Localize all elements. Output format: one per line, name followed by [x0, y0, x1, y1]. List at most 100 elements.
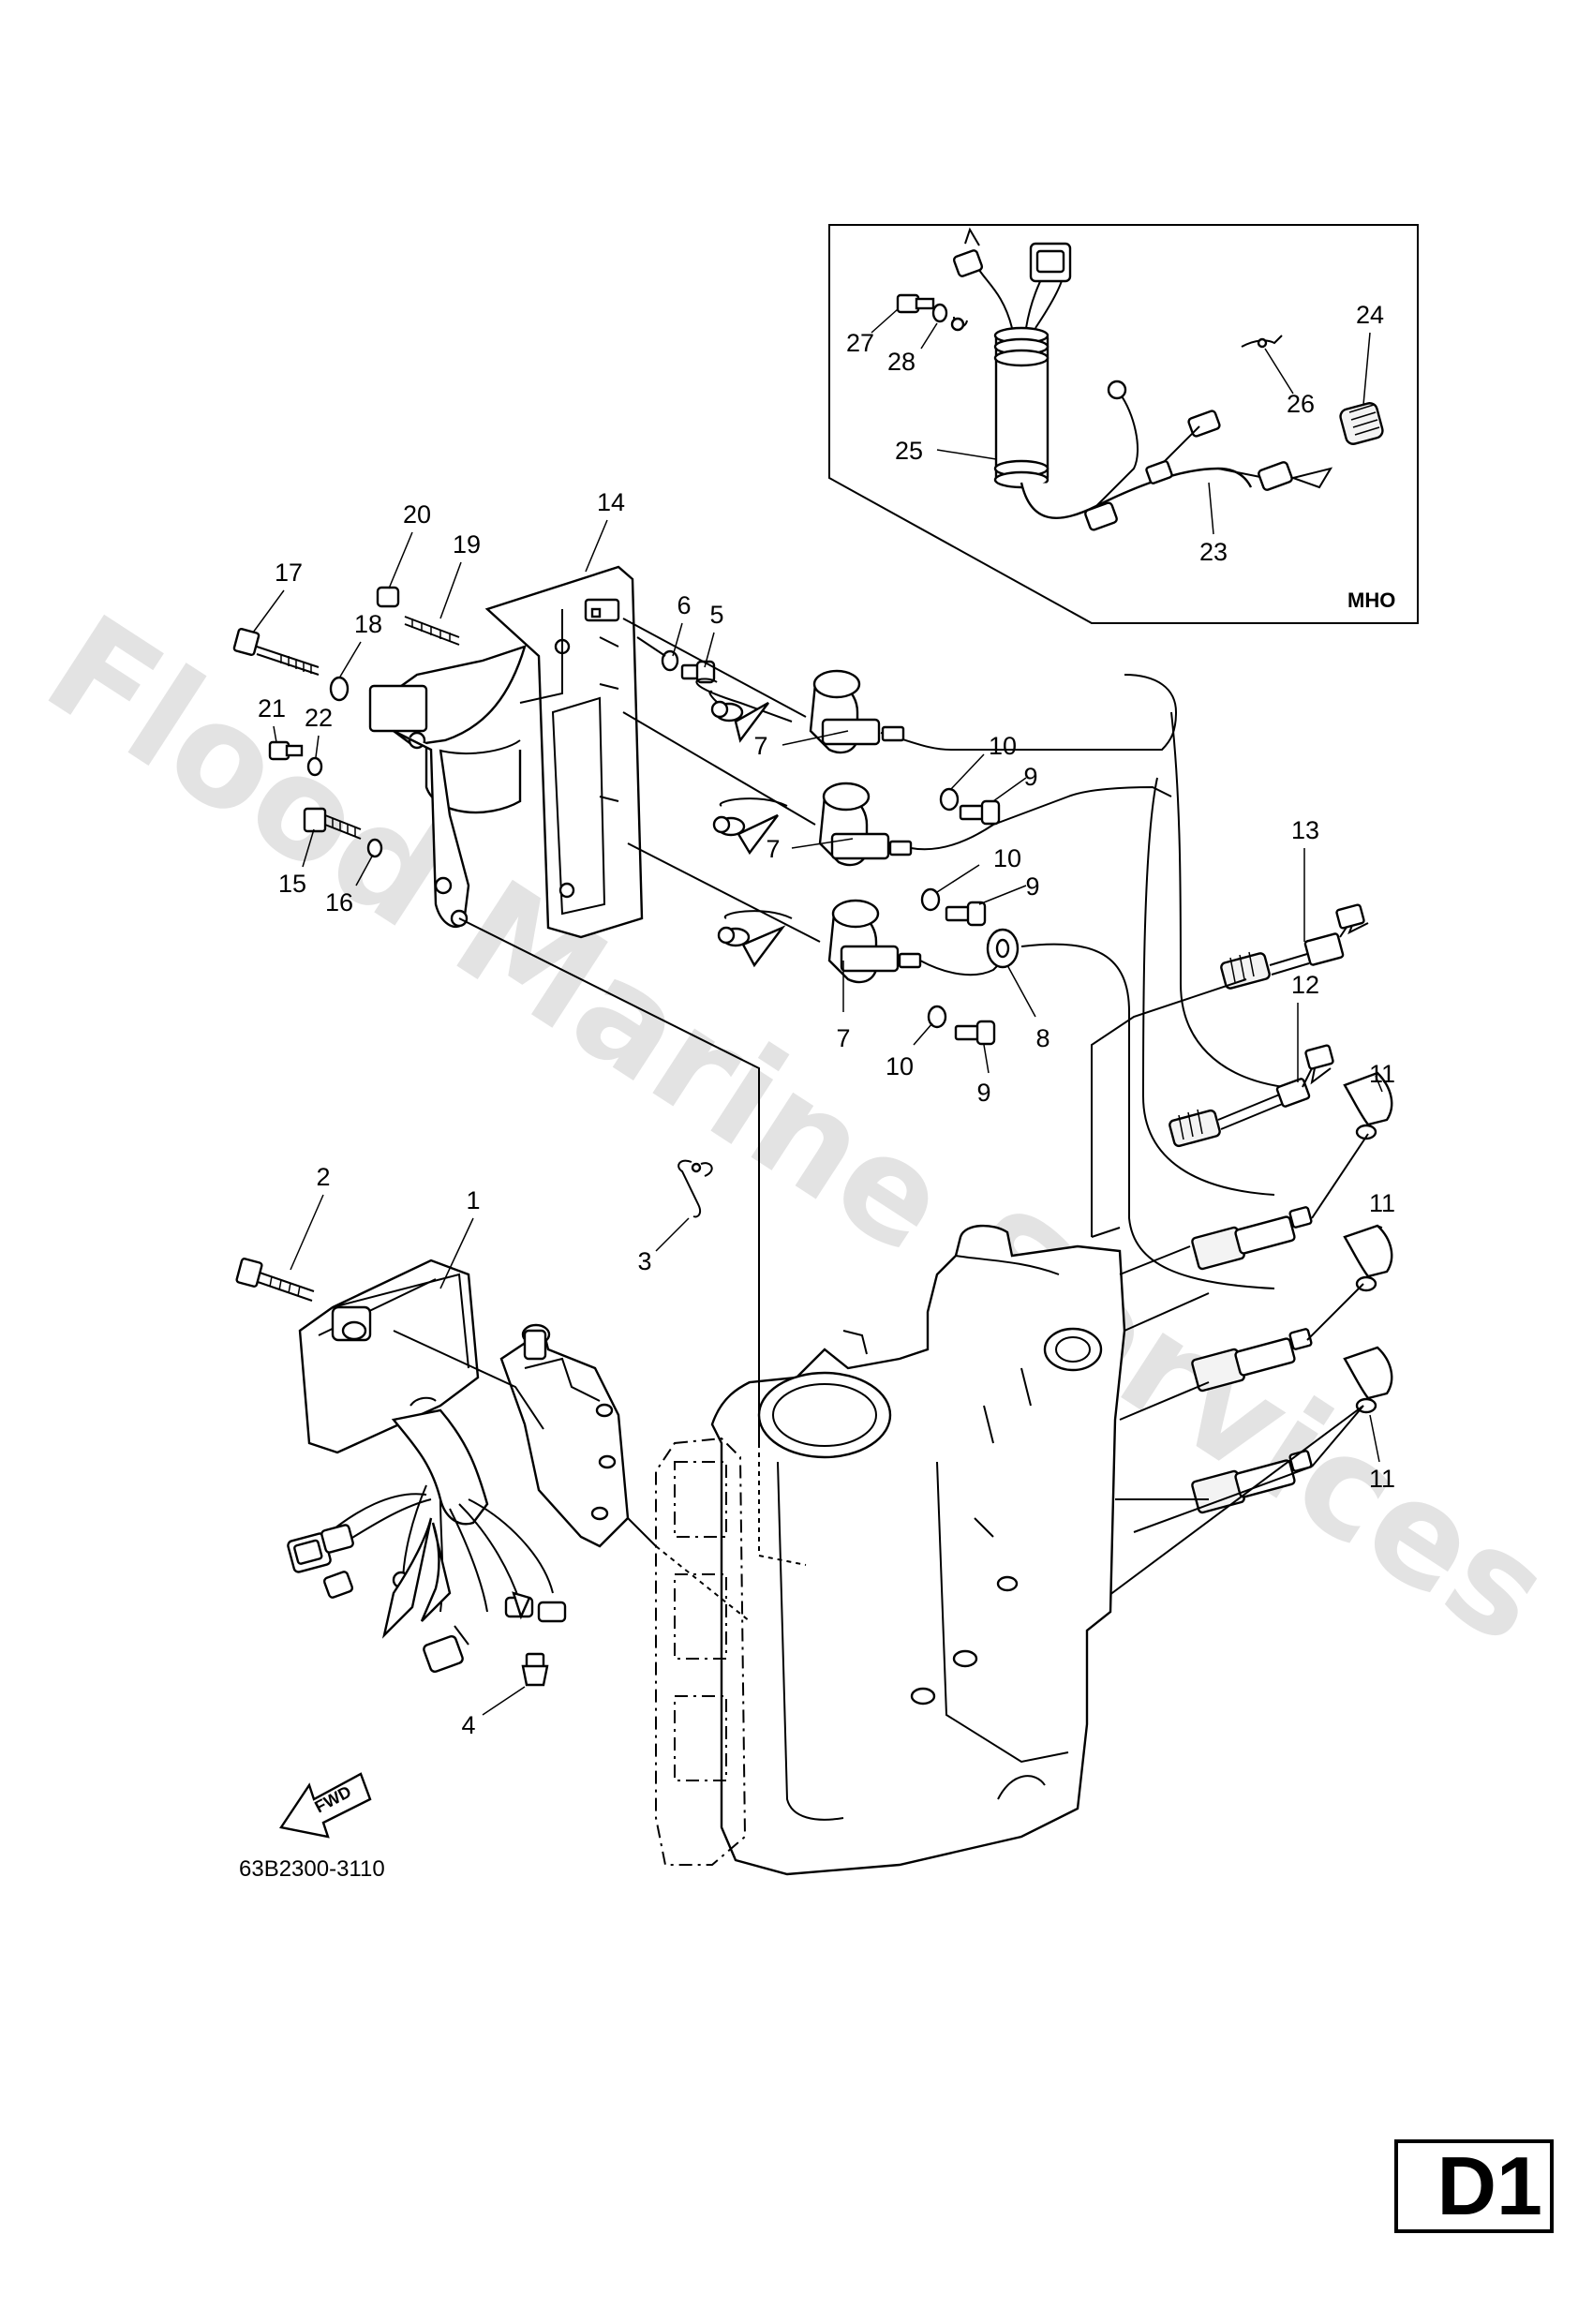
screw-part-4 [521, 1652, 549, 1687]
spark-plug-2 [1191, 1328, 1313, 1393]
coil-mount-line-upper [622, 618, 807, 718]
callout-8: 8 [1035, 1024, 1050, 1052]
inset-mho-box: MHO [828, 224, 1419, 624]
block-cover-gasket-outline [655, 1437, 747, 1866]
page-code-badge: D1 [1394, 2139, 1554, 2233]
callout-9-middle: 9 [1025, 872, 1039, 901]
washer6-line [636, 636, 666, 657]
bolt-part-9-middle [945, 901, 987, 927]
callout-2: 2 [316, 1163, 330, 1191]
plug-base-line-2 [1119, 1381, 1210, 1421]
plug-wire-1 [1170, 711, 1285, 1088]
harness-coil-part-25 [952, 227, 1072, 489]
callout-27: 27 [846, 329, 874, 357]
callout-11-top: 11 [1369, 1060, 1395, 1088]
fwd-arrow-icon: FWD [279, 1772, 372, 1839]
callout-7-middle: 7 [766, 835, 780, 863]
callout-numbers: 1 2 3 4 5 6 7 7 7 8 9 9 9 10 10 10 11 11… [258, 301, 1395, 1739]
callout-25: 25 [895, 437, 923, 465]
ignition-coil-part-7-lower [717, 899, 1008, 984]
plug-centerline-1 [1311, 1133, 1369, 1219]
coil-clamp-band [368, 645, 527, 814]
bracket-mount-hidden-line [758, 1443, 807, 1566]
cdi-mount-line [393, 1330, 544, 1430]
callout-28: 28 [887, 348, 916, 376]
coil-mount-line-lower [627, 842, 821, 943]
callout-15: 15 [278, 870, 306, 898]
callout-19: 19 [453, 530, 481, 559]
callout-5: 5 [709, 601, 723, 629]
callout-12: 12 [1291, 971, 1319, 999]
sensor-leader [1119, 1245, 1191, 1275]
callout-3: 3 [637, 1247, 651, 1275]
callout-11-middle: 11 [1369, 1189, 1395, 1217]
bolt-part-2 [235, 1258, 315, 1302]
ignition-coil-part-7-middle [712, 782, 1172, 867]
callout-7-upper: 7 [753, 732, 767, 760]
nut-part-20 [376, 586, 400, 608]
callout-26: 26 [1287, 390, 1315, 418]
cdi-wire-harness [287, 1408, 567, 1674]
cdi-bracket-hidden-line [655, 1545, 751, 1622]
washer-part-10-upper [939, 787, 960, 812]
harness-cable-part-23 [1020, 380, 1333, 531]
coil-bracket-part-14 [484, 565, 644, 939]
stud-part-19 [404, 616, 460, 646]
bolt-part-21 [268, 740, 304, 761]
washer-part-6 [661, 649, 679, 672]
callout-6: 6 [677, 591, 691, 619]
callout-10-middle: 10 [993, 844, 1021, 872]
washer-part-10-lower [927, 1005, 947, 1029]
callout-16: 16 [325, 888, 353, 916]
cdi-mount-bracket [499, 1323, 630, 1548]
callout-9-lower: 9 [976, 1079, 990, 1107]
callout-9-upper: 9 [1023, 763, 1037, 791]
bolt-part-5 [680, 660, 716, 684]
callout-18: 18 [354, 610, 382, 638]
plug-wire-2 [1141, 777, 1275, 1196]
bolt-part-15 [303, 807, 362, 840]
diagram-code: 63B2300-3110 [239, 1856, 385, 1882]
callout-1: 1 [466, 1186, 480, 1214]
callout-20: 20 [403, 500, 431, 529]
plug-cap-part-11-middle [1343, 1224, 1393, 1292]
callout-11-bottom: 11 [1369, 1465, 1395, 1493]
spark-plug-1 [1191, 1206, 1313, 1271]
callout-21: 21 [258, 694, 286, 723]
bolt-part-27 [896, 293, 935, 314]
coil-mount-line-middle [622, 711, 816, 826]
callout-14: 14 [597, 488, 625, 516]
callout-leaders [252, 308, 1383, 1716]
callout-17: 17 [275, 559, 303, 587]
plug-base-line-1 [1124, 1292, 1210, 1332]
grommet-part-24 [1339, 402, 1384, 445]
engine-block [710, 1224, 1126, 1876]
bracket-mount-line [458, 917, 760, 1443]
washer-part-18 [329, 676, 350, 702]
callout-4: 4 [461, 1711, 475, 1739]
grommet-part-8 [986, 928, 1020, 969]
sensor12-line [1091, 1227, 1121, 1238]
ignition-coil-part-7-upper [695, 669, 1178, 754]
plug-wire-3 [1020, 943, 1275, 1289]
sensor-part-13 [1220, 903, 1369, 990]
clip-part-26 [1241, 335, 1283, 349]
cdi-unit-part-1 [298, 1259, 480, 1454]
washer-part-10-middle [920, 887, 941, 912]
plug-centerline-3 [1133, 1405, 1364, 1533]
bolt-part-17 [232, 628, 320, 676]
washer-part-16 [366, 838, 383, 858]
bolt-part-9-upper [959, 799, 1001, 826]
callout-24: 24 [1356, 301, 1384, 329]
sensor-part-12 [1169, 1044, 1334, 1148]
callout-7-lower: 7 [836, 1024, 850, 1052]
washer-part-22 [306, 756, 323, 777]
plug-leader-3 [1086, 1405, 1364, 1613]
callout-22: 22 [305, 704, 333, 732]
washer-part-28 [931, 303, 968, 332]
inset-label: MHO [1347, 588, 1395, 612]
bolt-part-9-lower [954, 1020, 996, 1046]
sensor13-line [1091, 978, 1247, 1237]
cdi-bracket-line [627, 1517, 657, 1547]
